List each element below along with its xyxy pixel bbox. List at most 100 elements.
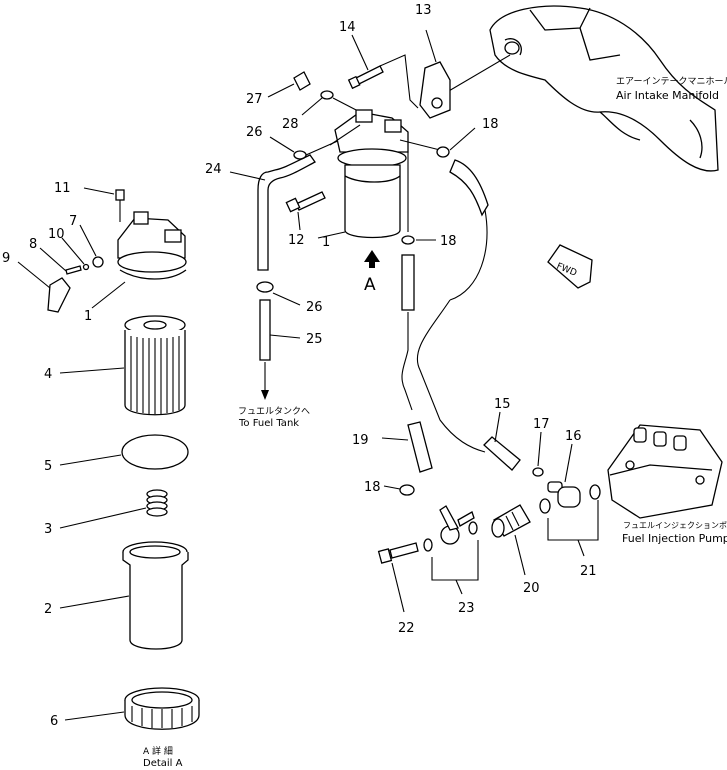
label-part-18-lower: 18 [364,480,381,495]
bolt-part-12 [285,191,326,213]
leader-20 [514,534,526,576]
leader-10 [61,237,85,265]
ring-nut-part-6 [124,687,200,730]
label-part-1-top: 1 [322,235,330,250]
bolt-14-path-line [379,54,419,109]
filter-bowl-part-2 [122,541,189,650]
clip-part-26-lower [256,281,274,293]
hose-right-upper [449,159,489,217]
label-part-6: 6 [50,714,58,729]
leader-18-upper [449,127,476,151]
leader-9 [17,261,51,289]
leader-28 [301,97,323,116]
hose-part-24 [257,154,316,271]
cap-part-27 [293,71,311,91]
label-part-15: 15 [494,397,511,412]
leader-22 [391,562,405,613]
label-part-19: 19 [352,433,369,448]
main-filter-right-connector [399,139,441,151]
nut-part-7 [92,256,104,268]
banjo-fitting-part-23 [439,505,475,545]
fuel-line-return [416,299,486,453]
fuel-line-center [401,312,413,411]
leader-25 [269,334,301,339]
hose-part-15 [483,436,521,471]
filter-element-part-4 [124,315,186,416]
leader-8 [39,247,67,272]
bracket-part-13 [419,61,451,119]
washer-part-21-b [589,484,601,500]
clip-part-17 [532,467,544,477]
label-part-17: 17 [533,417,550,432]
bracket-21 [547,500,599,541]
label-part-11: 11 [54,181,71,196]
label-part-9: 9 [2,251,10,266]
air-intake-manifold [489,5,719,172]
connector-part-20 [491,504,531,538]
fuel-line-right [449,209,488,301]
leader-15 [494,411,501,443]
label-part-1-left: 1 [84,309,92,324]
label-part-18-upper: 18 [482,117,499,132]
leader-19 [381,437,409,441]
label-part-20: 20 [523,581,540,596]
leader-14 [351,34,369,71]
pipe-part-25 [259,299,271,361]
fuel-filter-assembly-main [334,109,409,239]
label-part-13: 13 [415,3,432,18]
bracket-23 [431,540,479,581]
pump-caption-jp: フュエルインジェクションポンプ [623,521,727,530]
leader-2 [59,595,130,609]
label-part-7: 7 [69,214,77,229]
washer-part-23-b [468,521,478,535]
washer-part-21-a [539,498,551,514]
leader-26-lower [272,292,301,306]
label-part-3: 3 [44,522,52,537]
label-part-27: 27 [246,92,263,107]
label-part-24: 24 [205,162,222,177]
leader-26-upper [269,136,295,153]
label-part-8: 8 [29,237,37,252]
label-part-25: 25 [306,332,323,347]
leader-13 [425,29,437,63]
fuel-injection-pump [607,424,723,519]
leader-3 [59,507,147,529]
fwd-direction-sign: FWD [547,244,593,289]
label-part-26-upper: 26 [246,125,263,140]
label-part-22: 22 [398,621,415,636]
bolt-part-14 [347,65,384,90]
manifold-connection-line [441,54,511,96]
hose-part-19 [407,421,433,473]
leader-21 [577,539,585,557]
clip-part-18-upper [436,146,450,158]
label-part-10: 10 [48,227,65,242]
leader-16 [564,443,573,483]
lever-part-9 [47,277,71,313]
leader-23 [455,579,463,595]
to-fuel-tank-arrow-icon [261,390,269,400]
leader-1-left [91,281,126,309]
screw-part-11 [115,189,125,201]
filter-head-part-1 [117,211,187,280]
detail-caption-en: Detail A [143,758,183,769]
leader-12 [297,211,301,231]
clip-part-18-middle [401,235,415,245]
view-arrow-icon [364,250,380,268]
leader-27 [267,83,295,98]
label-part-5: 5 [44,459,52,474]
leader-4 [59,367,125,374]
label-part-16: 16 [565,429,582,444]
leader-5 [59,454,122,466]
pump-caption-en: Fuel Injection Pump [622,532,727,545]
view-marker-a: A [364,275,376,295]
leader-6 [64,711,125,721]
label-part-2: 2 [44,602,52,617]
clip-part-28 [320,90,334,100]
leader-11 [83,187,115,195]
leader-7 [79,224,97,257]
spring-part-3 [146,489,168,517]
fuel-tank-caption-jp: フュエルタンクへ [238,406,310,417]
label-part-4: 4 [44,367,52,382]
screw-part-8 [65,265,82,275]
